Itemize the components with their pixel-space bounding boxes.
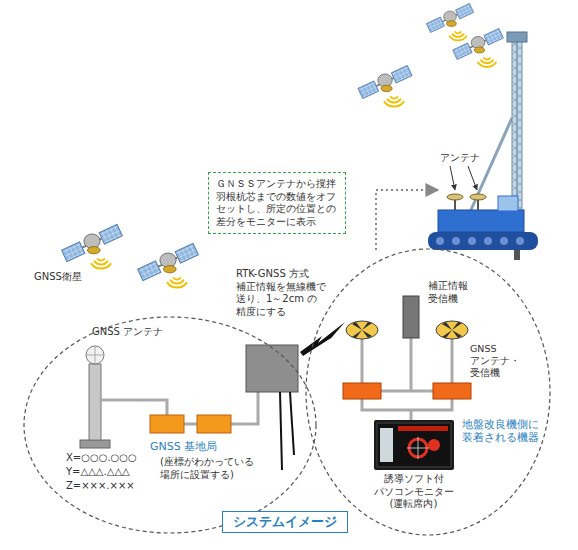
rtk-note: RTK-GNSS 方式 補正情報を無線機で 送り、1～2cm の 精度にする [236, 268, 330, 318]
note-box: ＧＮＳＳアンテナから撹拌 羽根杭芯までの数値をオフ セットし、所定の位置との 差… [208, 172, 346, 234]
node-heading: 誘導ソフト付 パソコンモニター (運転席内) [372, 473, 455, 511]
node-heading: ＧＮＳＳアンテナから撹拌 羽根杭芯までの数値をオフ セットし、所定の位置との 差… [216, 178, 338, 228]
gnss-satellite [358, 65, 412, 106]
node-heading: GNSS 基地局 [150, 440, 217, 454]
gnss-antenna-receiver [436, 321, 468, 339]
coordinate-value: Z=×××.××× [66, 480, 135, 493]
gnss-antenna-receiver [346, 321, 378, 339]
gnss-satellite [426, 4, 473, 41]
radio-link-bolt [300, 322, 345, 356]
base-station-unit [197, 415, 231, 433]
base-station-region: GNSS 基地局 (座標がわかっている 場所に設置する) [22, 315, 318, 535]
correction-receiver [403, 296, 419, 338]
coordinate-value: Y=△△△.△△△ [66, 466, 130, 479]
base-station-antenna [80, 346, 110, 448]
antenna-leader [450, 166, 477, 190]
monitor: 誘導ソフト付 パソコンモニター (運転席内) [372, 420, 455, 511]
node-heading: 地盤改良機側に 装着される機器 [462, 418, 539, 444]
dotted-pointer [376, 190, 438, 250]
wire [362, 338, 452, 420]
receiver-unit [343, 383, 381, 399]
ground-improvement-machine [428, 32, 538, 260]
dashed-region-outline [24, 317, 316, 533]
antenna-label: GNSS アンテナ [92, 326, 163, 339]
coordinate-value: X=○○○.○○○ [66, 452, 137, 465]
antenna-label: アンテナ [440, 152, 480, 165]
receiver-unit [433, 383, 471, 399]
monitor-screen [374, 420, 454, 470]
caption-text: システムイメージ [233, 514, 337, 530]
node-body: (座標がわかっている 場所に設置する) [160, 456, 258, 481]
base-station-unit [150, 415, 184, 433]
antenna-receiver-label: GNSS アンテナ・受信機 [470, 343, 548, 379]
gnss-satellite [453, 28, 504, 67]
radio-transmitter [246, 345, 298, 470]
caption-box: システムイメージ [222, 511, 348, 533]
receiver-label: 補正情報 受信機 [428, 280, 471, 305]
gnss-satellite [62, 224, 123, 268]
dashed-region-outline [22, 315, 318, 535]
satellite-label: GNSS衛星 [34, 271, 82, 284]
dashed-region-outline [306, 249, 550, 535]
gnss-satellite [138, 243, 199, 287]
